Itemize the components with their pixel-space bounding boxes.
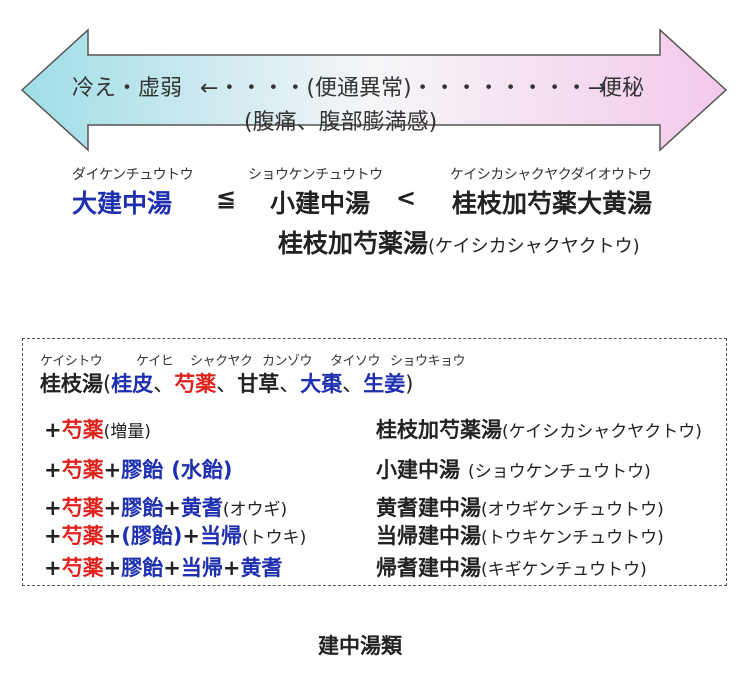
row-extra: (増量) <box>103 422 151 442</box>
plus-sign: + <box>163 556 181 580</box>
formula-row-4-right: 当帰建中湯(トウキケンチュウトウ) <box>376 520 664 550</box>
base-close: ) <box>405 372 414 396</box>
rank-shokenchuto: 小建中湯 <box>270 189 371 218</box>
arrow-shape <box>20 28 728 152</box>
herb-shakuyaku: 芍薬 <box>61 458 104 482</box>
herb-koi: 膠飴 <box>121 496 164 520</box>
plus-sign: + <box>44 524 62 548</box>
ruby-keihi: ケイヒ <box>136 354 174 369</box>
formula-row-5-left: +芍薬+膠飴+当帰+黄耆 <box>44 552 282 582</box>
rank-keishikashakuyakuto-reading: (ケイシカシャクヤクトウ) <box>428 236 640 257</box>
arrow-left-label: 冷え・虚弱 <box>72 76 183 101</box>
herb-koi: 膠飴 <box>121 458 164 482</box>
plus-sign: + <box>103 556 122 580</box>
herb-toki: 当帰 <box>200 524 243 548</box>
result-name: 桂枝加芍薬湯 <box>376 418 502 442</box>
plus-sign: + <box>44 458 62 482</box>
base-formula: 桂枝湯(桂皮、芍薬、甘草、大棗、生姜) <box>40 368 413 398</box>
figure-caption: 建中湯類 <box>318 634 402 658</box>
result-name: 小建中湯 <box>376 458 460 482</box>
arrow-middle-label: ←・・・・(便通異常)・・・・・・・・→ <box>200 76 607 101</box>
formula-row-1-left: +芍薬(増量) <box>44 414 151 444</box>
herb-shokyo: 生姜 <box>363 372 406 396</box>
result-reading: (ショウケンチュウトウ) <box>468 462 651 482</box>
arrow-sub-label: (腹痛、腹部膨満感) <box>244 110 438 135</box>
herb-ogi: 黄耆 <box>240 556 283 580</box>
herb-taiso: 大棗 <box>300 372 343 396</box>
ruby-daikenchuto: ダイケンチュウトウ <box>72 167 194 183</box>
rank-keishikashakuyakuto: 桂枝加芍薬湯 <box>278 229 429 258</box>
base-sep1: 、 <box>153 372 175 396</box>
rank-op-leq: ≦ <box>216 184 237 212</box>
result-name: 帰耆建中湯 <box>376 556 481 580</box>
ruby-shokenchuto: ショウケンチュウトウ <box>248 167 383 183</box>
plus-sign: + <box>103 458 122 482</box>
rank-op-lt: < <box>396 184 417 212</box>
plus-sign: + <box>103 496 122 520</box>
herb-shakuyaku: 芍薬 <box>174 372 217 396</box>
result-reading: (トウキケンチュウトウ) <box>481 528 664 548</box>
result-name: 黄耆建中湯 <box>376 496 481 520</box>
formula-row-5-right: 帰耆建中湯(キギケンチュウトウ) <box>376 552 647 582</box>
ruby-keishito: ケイシトウ <box>40 354 103 369</box>
result-reading: (ケイシカシャクヤクトウ) <box>502 422 702 442</box>
base-sep3: 、 <box>279 372 301 396</box>
plus-sign: + <box>163 496 181 520</box>
ruby-shakuyaku: シャクヤク <box>190 354 253 369</box>
double-arrow <box>20 28 728 152</box>
formula-row-4-left: +芍薬+(膠飴)+当帰(トウキ) <box>44 520 306 550</box>
plus-sign: + <box>103 524 122 548</box>
herb-koi: 膠飴 <box>121 556 164 580</box>
herb-koi: (膠飴) <box>121 524 183 548</box>
ruby-keishikashakuyakudaioto: ケイシカシャクヤクダイオウトウ <box>450 167 652 183</box>
rank-keishikashakuyakudaioto: 桂枝加芍薬大黄湯 <box>452 189 653 218</box>
herb-toki: 当帰 <box>180 556 223 580</box>
row-extra: (オウギ) <box>222 500 288 520</box>
herb-shakuyaku: 芍薬 <box>61 418 104 442</box>
plus-sign: + <box>44 556 62 580</box>
plus-sign: + <box>44 496 62 520</box>
row-extra: (トウキ) <box>242 528 307 548</box>
plus-sign: + <box>182 524 201 548</box>
ruby-taiso: タイソウ <box>330 354 381 369</box>
herb-kanzo: 甘草 <box>237 372 280 396</box>
base-sep4: 、 <box>342 372 364 396</box>
herb-ogi: 黄耆 <box>180 496 223 520</box>
herb-shakuyaku: 芍薬 <box>61 496 104 520</box>
result-name: 当帰建中湯 <box>376 524 481 548</box>
base-sep2: 、 <box>216 372 238 396</box>
herb-keihi: 桂皮 <box>111 372 154 396</box>
row-extra: (水飴) <box>171 458 233 482</box>
herb-shakuyaku: 芍薬 <box>61 556 104 580</box>
result-reading: (キギケンチュウトウ) <box>481 560 647 580</box>
formula-row-2-right: 小建中湯 (ショウケンチュウトウ) <box>376 454 651 484</box>
formula-row-2-left: +芍薬+膠飴(水飴) <box>44 454 232 484</box>
plus-sign: + <box>44 418 62 442</box>
ruby-kanzo: カンゾウ <box>262 354 313 369</box>
rank-daikenchuto: 大建中湯 <box>72 189 173 218</box>
rank-keishikashakuyakuto-line: 桂枝加芍薬湯(ケイシカシャクヤクトウ) <box>278 224 640 260</box>
formula-row-3-right: 黄耆建中湯(オウギケンチュウトウ) <box>376 492 664 522</box>
result-reading: (オウギケンチュウトウ) <box>481 500 664 520</box>
base-name: 桂枝湯 <box>40 372 103 396</box>
ruby-shokyo: ショウキョウ <box>390 354 466 369</box>
plus-sign: + <box>222 556 241 580</box>
arrow-right-label: 便秘 <box>600 76 645 101</box>
formula-row-3-left: +芍薬+膠飴+黄耆(オウギ) <box>44 492 287 522</box>
formula-row-1-right: 桂枝加芍薬湯(ケイシカシャクヤクトウ) <box>376 414 702 444</box>
herb-shakuyaku: 芍薬 <box>61 524 104 548</box>
formula-box <box>22 338 727 586</box>
base-open: ( <box>103 372 112 396</box>
